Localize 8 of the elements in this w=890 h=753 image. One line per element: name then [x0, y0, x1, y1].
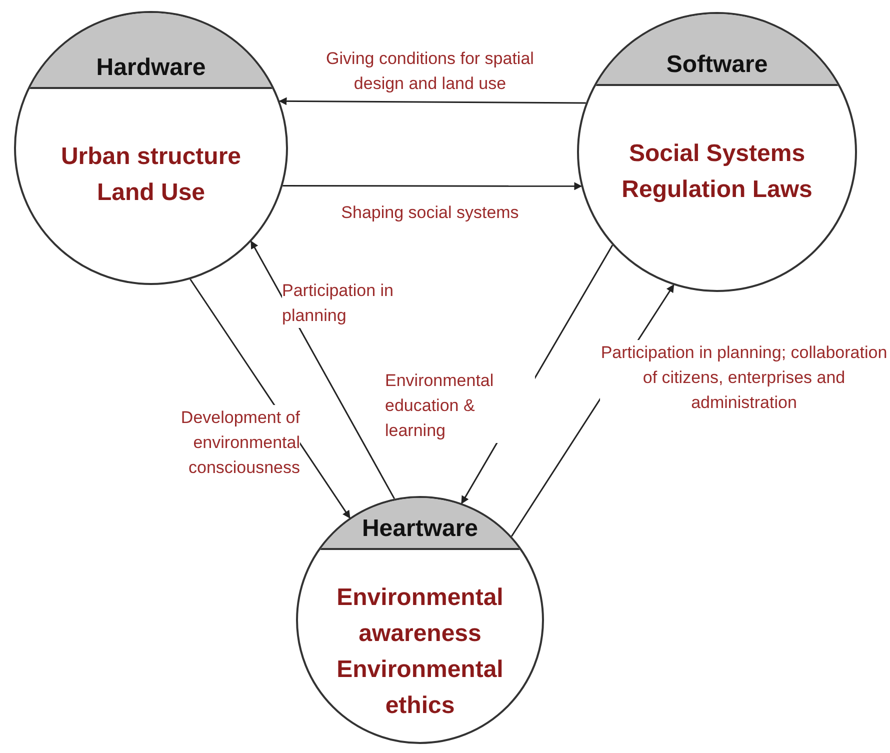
node-heading: Heartware	[362, 514, 478, 544]
node-text: Urban structure Land Use	[60, 142, 242, 208]
node-heading: Hardware	[96, 53, 206, 83]
node-text: Environmental awareness Environmental ethics	[336, 583, 504, 721]
arrow	[282, 182, 582, 190]
node-text: Social Systems Regulation Laws	[620, 139, 814, 205]
arrow	[278, 97, 586, 106]
node-heading: Software	[666, 50, 768, 80]
